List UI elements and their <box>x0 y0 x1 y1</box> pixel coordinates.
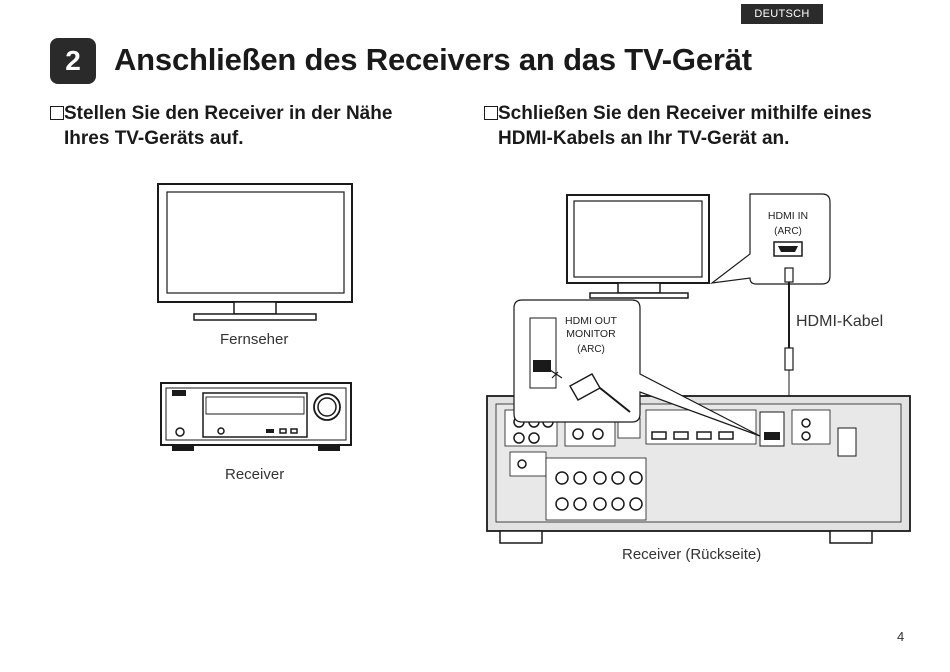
language-tab: DEUTSCH <box>741 4 823 24</box>
hdmi-out-arc-label: (ARC) <box>577 344 605 355</box>
hdmi-in-callout <box>709 193 831 285</box>
power-button-icon <box>175 427 185 437</box>
checkbox-icon <box>484 106 498 120</box>
receiver-icon <box>160 382 352 451</box>
hdmi-cable-caption: HDMI-Kabel <box>796 313 884 330</box>
tv-caption: Fernseher <box>220 331 289 348</box>
receiver-rear-caption: Receiver (Rückseite) <box>622 546 762 563</box>
page-title: Anschließen des Receivers an das TV-Gerä… <box>114 42 752 77</box>
instruction-text: Stellen Sie den Receiver in der Nähe Ihr… <box>64 103 393 149</box>
checkbox-icon <box>50 106 64 120</box>
tv-icon <box>566 194 710 299</box>
page-number: 4 <box>897 629 905 644</box>
tv-icon <box>157 183 353 321</box>
receiver-caption: Receiver <box>225 466 285 483</box>
hdmi-plug-icon <box>784 347 794 371</box>
instruction-place-receiver: Stellen Sie den Receiver in der Nähe Ihr… <box>50 101 430 151</box>
hdmi-in-label: HDMI IN <box>767 210 809 222</box>
hdmi-in-arc-label: (ARC) <box>774 226 802 237</box>
monitor-label: MONITOR <box>566 328 616 340</box>
instruction-text: Schließen Sie den Receiver mithilfe eine… <box>498 103 872 149</box>
hdmi-out-callout <box>513 299 761 437</box>
instruction-connect-hdmi: Schließen Sie den Receiver mithilfe eine… <box>484 101 914 151</box>
volume-knob-icon <box>313 393 341 421</box>
hdmi-out-label: HDMI OUT <box>565 315 617 327</box>
step-number-badge: 2 <box>50 38 96 84</box>
